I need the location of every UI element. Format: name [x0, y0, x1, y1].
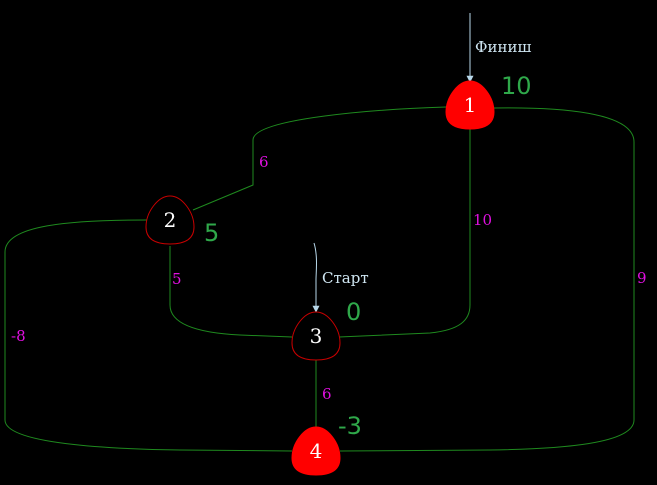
- start-label: Старт: [322, 269, 369, 287]
- edge-1-3[interactable]: [338, 129, 471, 338]
- edge-1-4[interactable]: [339, 107, 635, 452]
- finish-label: Финиш: [475, 38, 531, 56]
- edges: [4, 106, 635, 452]
- edge-weight-2-4: -8: [11, 327, 26, 345]
- node-1[interactable]: 1 10: [445, 72, 532, 130]
- node-2-distance: 5: [204, 219, 219, 247]
- node-3-shape[interactable]: [291, 311, 341, 361]
- node-3-distance: 0: [346, 298, 361, 326]
- node-2-shape[interactable]: [145, 195, 195, 245]
- node-1-shape[interactable]: [445, 80, 495, 130]
- finish-marker: Финиш: [466, 13, 531, 83]
- edge-weight-1-4: 9: [637, 269, 647, 287]
- edge-2-4[interactable]: [4, 219, 293, 452]
- node-2[interactable]: 2 5: [145, 195, 219, 247]
- node-4-label: 4: [310, 439, 323, 463]
- node-4-shape[interactable]: [291, 426, 341, 476]
- edge-weight-1-3: 10: [473, 211, 492, 229]
- start-marker: Старт: [312, 242, 369, 313]
- node-3[interactable]: 3 0: [291, 298, 361, 361]
- node-2-label: 2: [164, 208, 177, 232]
- node-1-distance: 10: [501, 72, 532, 100]
- edge-weight-2-3: 5: [172, 270, 182, 288]
- edge-weight-3-4: 6: [322, 385, 332, 403]
- node-1-label: 1: [464, 93, 477, 117]
- edge-1-2[interactable]: [192, 106, 447, 211]
- node-3-label: 3: [310, 324, 323, 348]
- edge-2-3[interactable]: [169, 246, 293, 338]
- node-4[interactable]: 4 -3: [291, 412, 362, 476]
- edge-weight-1-2: 6: [259, 153, 269, 171]
- edge-weights: 6 10 9 5 -8 6: [11, 153, 647, 403]
- node-4-distance: -3: [338, 412, 362, 440]
- start-arrow-icon: [312, 242, 320, 313]
